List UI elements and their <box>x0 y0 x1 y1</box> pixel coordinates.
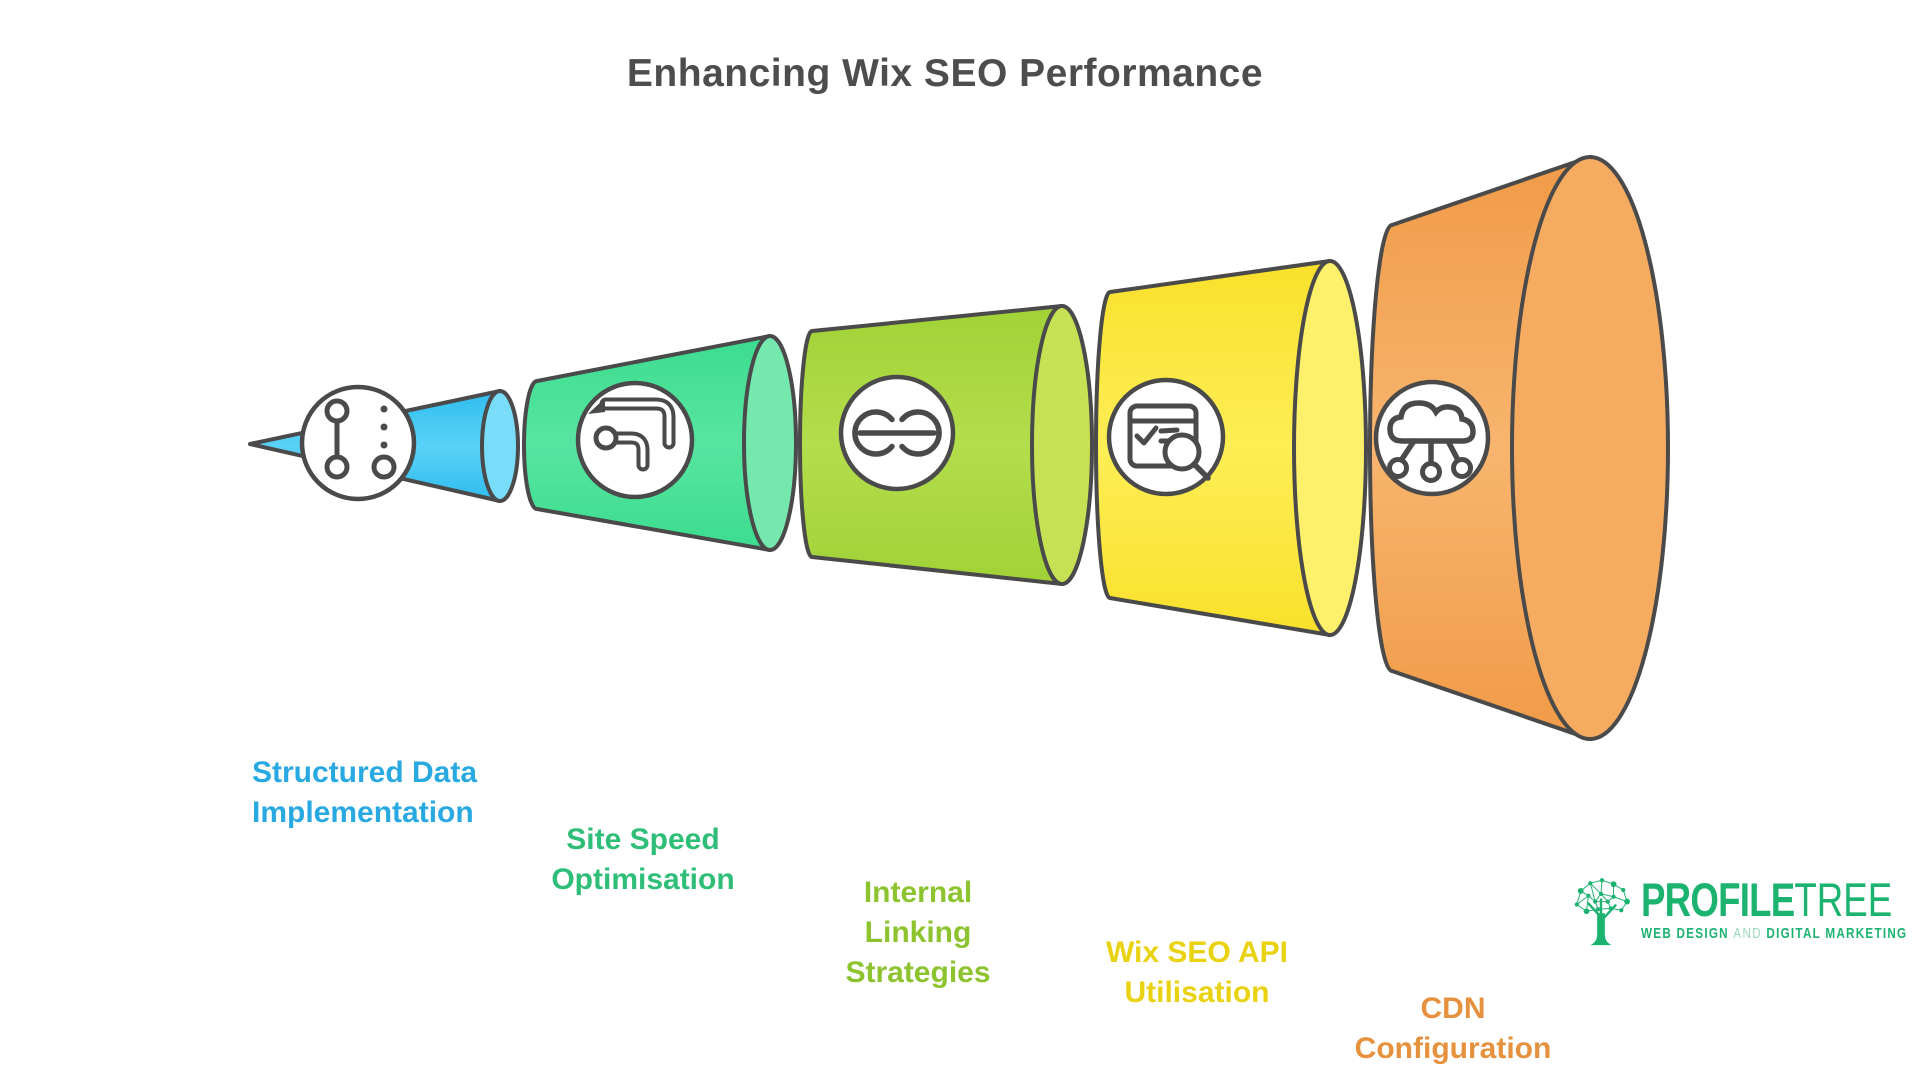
brand-profile: PROFILE <box>1641 873 1795 926</box>
seo-audit-icon <box>1106 377 1226 497</box>
stage-label-site-speed: Site Speed Optimisation <box>551 823 735 896</box>
stage-cap <box>480 389 520 503</box>
brand-wordmark: PROFILETREE <box>1641 876 1907 923</box>
page-title: Enhancing Wix SEO Performance <box>626 52 1264 95</box>
brand-tree: TREE <box>1794 873 1893 926</box>
brand-tagline: WEB DESIGN AND DIGITAL MARKETING <box>1641 925 1908 942</box>
link-icon <box>838 374 956 492</box>
stage-label-wix-seo-api: Wix SEO API Utilisation <box>1106 936 1288 1009</box>
stage-label-structured-data: Structured Data Implementation <box>252 756 478 829</box>
stage-cap <box>1030 304 1094 586</box>
stage-label-cdn: CDN Configuration <box>1354 992 1552 1065</box>
site-speed-icon <box>575 380 695 500</box>
stage-cap <box>742 334 798 552</box>
cdn-cloud-icon <box>1373 379 1491 497</box>
stage-cap <box>1510 155 1670 741</box>
profiletree-tree-icon <box>1574 878 1630 946</box>
structured-data-icon <box>299 384 417 502</box>
stage-cap <box>1292 259 1368 637</box>
stage-label-internal-linking: Internal Linking Strategies <box>845 876 991 989</box>
profiletree-logo: PROFILETREE WEB DESIGN AND DIGITAL MARKE… <box>1572 876 1920 958</box>
